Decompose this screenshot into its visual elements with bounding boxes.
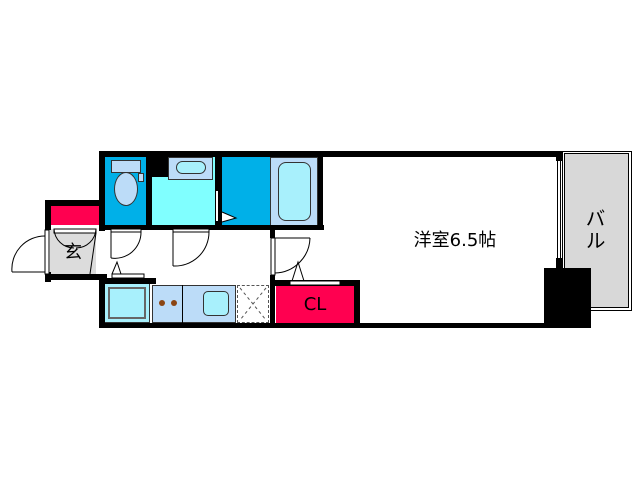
pillar	[544, 268, 591, 328]
shoe-box	[51, 205, 99, 225]
balcony-label: バル	[570, 195, 618, 265]
wall	[556, 258, 562, 270]
western-room-label: 洋室6.5帖	[380, 222, 530, 256]
balcony-label-text: バル	[582, 208, 606, 252]
toilet-bowl-icon	[114, 172, 138, 206]
kitchen-sink-icon	[203, 291, 229, 316]
wall	[270, 275, 275, 325]
refrigerator-x-icon	[239, 287, 267, 321]
wall	[99, 323, 547, 328]
stove-burner-icon	[171, 300, 177, 306]
entrance	[50, 229, 96, 274]
counter-divider	[182, 285, 183, 323]
washing-machine-icon	[108, 287, 146, 319]
wall	[152, 157, 168, 177]
wall	[146, 151, 152, 229]
wall	[99, 225, 324, 230]
shoebox-door-icon[interactable]	[53, 228, 97, 275]
wall	[101, 278, 156, 284]
wall	[99, 151, 105, 231]
closet-label-text: CL	[303, 293, 327, 315]
washer-door-icon[interactable]	[111, 260, 145, 279]
closet-label: CL	[276, 285, 354, 323]
western-room-label-text: 洋室6.5帖	[413, 230, 497, 251]
wall	[45, 274, 107, 280]
toilet-door-icon[interactable]	[110, 228, 142, 259]
toilet-paper	[138, 173, 144, 182]
stove-burner-icon	[159, 300, 165, 306]
closet	[276, 285, 354, 323]
wall	[99, 274, 105, 328]
washroom-door-icon[interactable]	[172, 228, 210, 267]
wall	[99, 151, 562, 157]
wall	[318, 151, 323, 230]
washroom	[152, 177, 222, 227]
window[interactable]	[557, 161, 561, 258]
bathroom-door-icon[interactable]	[221, 211, 238, 223]
western-room	[322, 151, 562, 325]
bathtub-icon	[278, 162, 311, 221]
window[interactable]	[215, 190, 219, 222]
wall	[45, 200, 105, 206]
front-door-icon[interactable]	[11, 229, 50, 275]
wall	[354, 280, 360, 328]
room-door-icon[interactable]	[270, 237, 311, 276]
wall	[45, 200, 51, 230]
wall	[270, 230, 275, 238]
wall	[556, 151, 562, 161]
closet-door-icon[interactable]	[289, 260, 341, 286]
wash-basin-icon	[176, 161, 206, 174]
